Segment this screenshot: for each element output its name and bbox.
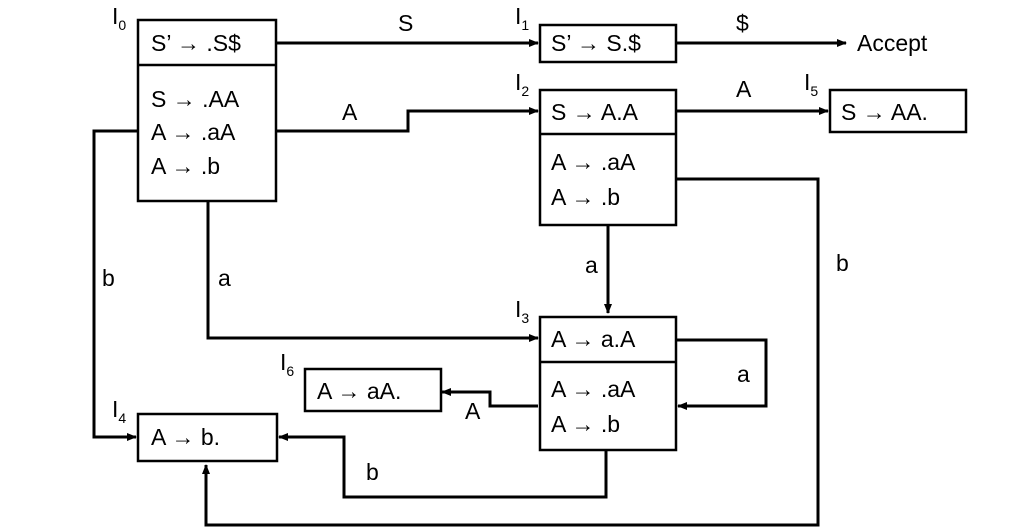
edge-i3-i4 bbox=[278, 433, 608, 499]
state-i3-closure-item: A → .aA bbox=[551, 376, 636, 402]
state-i0-closure-item: A → .b bbox=[151, 153, 220, 179]
state-i1-name: I1 bbox=[515, 3, 529, 33]
state-i0: I0 S’ → .S$ S → .AA A → .aA A → .b bbox=[112, 3, 278, 203]
edge-i0-i3 bbox=[206, 202, 539, 342]
state-i6-name: I6 bbox=[280, 349, 294, 379]
state-i2-closure-item: A → .aA bbox=[551, 149, 636, 175]
state-i5-name: I5 bbox=[804, 69, 818, 99]
state-i4: I4 A → b. bbox=[112, 396, 279, 463]
transition-edges: S $ Accept A A a b a b a A b bbox=[92, 10, 928, 527]
accept-label: Accept bbox=[857, 30, 928, 56]
state-i2: I2 S → A.A A → .aA A → .b bbox=[515, 69, 678, 227]
state-i4-name: I4 bbox=[112, 396, 126, 426]
edge-i3-i6 bbox=[441, 388, 538, 408]
edge-i2-i4 bbox=[202, 177, 820, 527]
edge-label-i3-i4: b bbox=[366, 459, 379, 485]
edge-i3-self bbox=[676, 338, 768, 410]
state-i3-closure-item: A → .b bbox=[551, 411, 620, 437]
state-i3-kernel-item: A → a.A bbox=[551, 326, 636, 352]
edge-label-i0-i2: A bbox=[342, 99, 358, 125]
state-i0-name: I0 bbox=[112, 3, 126, 33]
state-i2-name: I2 bbox=[515, 69, 529, 99]
edge-i0-i4 bbox=[92, 129, 138, 441]
state-i6: I6 A → aA. bbox=[280, 349, 443, 413]
state-i2-closure-item: A → .b bbox=[551, 184, 620, 210]
state-i1: I1 S’ → S.$ bbox=[515, 3, 678, 64]
edge-label-i3-i6: A bbox=[465, 398, 481, 424]
edge-label-i0-i1: S bbox=[398, 10, 413, 36]
edge-label-i0-i3: a bbox=[218, 265, 231, 291]
state-i3-name: I3 bbox=[515, 296, 529, 326]
edge-label-i1-accept: $ bbox=[736, 10, 749, 36]
state-i5: I5 S → AA. bbox=[804, 69, 968, 134]
edge-label-i2-i5: A bbox=[736, 76, 752, 102]
state-i5-kernel-item: S → AA. bbox=[841, 99, 928, 125]
edge-i0-i2 bbox=[276, 107, 539, 133]
edge-label-i2-i3: a bbox=[585, 252, 598, 278]
edge-label-i2-i4: b bbox=[836, 250, 849, 276]
state-i1-kernel-item: S’ → S.$ bbox=[551, 30, 641, 56]
state-i6-kernel-item: A → aA. bbox=[317, 378, 401, 404]
state-i0-kernel-item: S’ → .S$ bbox=[151, 30, 241, 56]
edge-label-i3-self: a bbox=[737, 361, 750, 387]
edge-label-i0-i4: b bbox=[102, 265, 115, 291]
state-i0-closure-item: A → .aA bbox=[151, 119, 236, 145]
state-i4-kernel-item: A → b. bbox=[151, 424, 220, 450]
state-i3: I3 A → a.A A → .aA A → .b bbox=[515, 296, 678, 452]
state-i2-kernel-item: S → A.A bbox=[551, 99, 639, 125]
state-i0-closure-item: S → .AA bbox=[151, 86, 240, 112]
